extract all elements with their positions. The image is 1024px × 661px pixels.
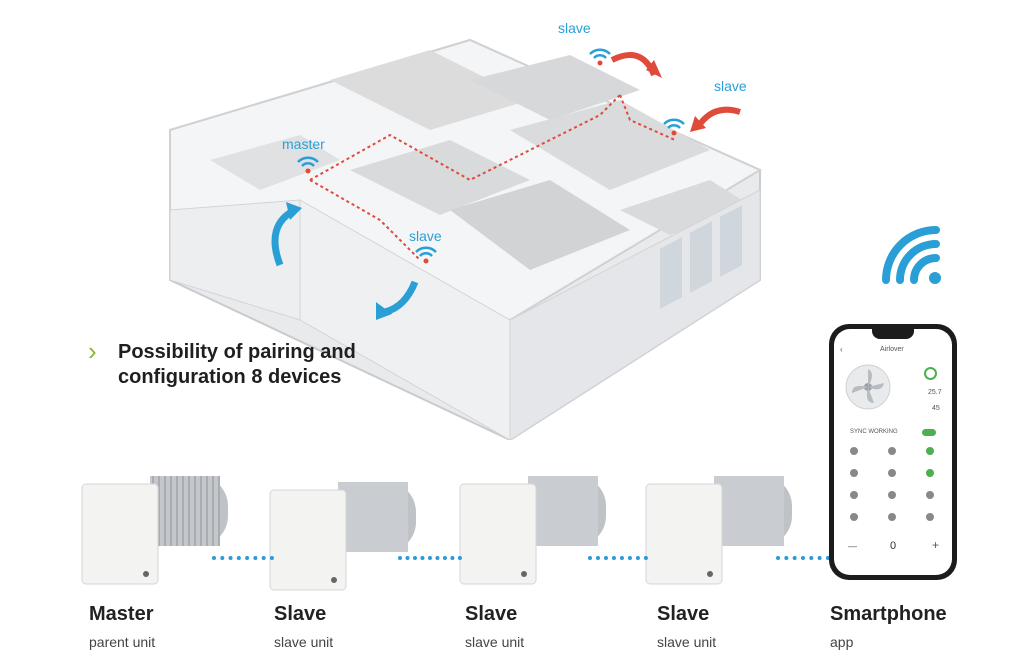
mode-button-11[interactable] xyxy=(888,513,896,521)
mode-button-9[interactable] xyxy=(926,491,934,499)
sync-label: SYNC WORKING xyxy=(850,429,898,435)
unit-subtitle-slave-3: slave unit xyxy=(657,634,717,650)
temperature-value: 25.7 xyxy=(928,389,942,396)
back-icon: ‹ xyxy=(840,345,843,354)
mode-button-6[interactable] xyxy=(926,469,934,477)
unit-title-slave-3: Slave xyxy=(657,603,710,625)
wifi-signal-icon xyxy=(882,226,941,284)
wifi-master-icon xyxy=(297,156,319,174)
slave-tag-top: slave xyxy=(558,20,591,36)
master-tag: master xyxy=(282,136,325,152)
fan-icon xyxy=(845,364,891,410)
mode-button-12[interactable] xyxy=(926,513,934,521)
link-master-slave1 xyxy=(212,556,274,560)
wifi-slave-top-icon xyxy=(589,48,611,66)
minus-button[interactable]: — xyxy=(848,541,857,551)
feature-text: Possibility of pairing and configuration… xyxy=(118,341,356,388)
master-unit-image xyxy=(81,476,228,585)
mode-button-8[interactable] xyxy=(888,491,896,499)
smartphone-image: ‹ Airlover 25.7 45 SYNC WORKING — 0 + xyxy=(829,324,957,580)
mode-button-3[interactable] xyxy=(926,447,934,455)
slave-tag-mid: slave xyxy=(409,228,442,244)
link-slave2-slave3 xyxy=(588,556,648,560)
unit-subtitle-master: parent unit xyxy=(89,634,156,650)
airflow-blue-down-arrow-icon xyxy=(376,280,419,320)
chevron-right-icon: › xyxy=(88,336,97,366)
unit-subtitle-slave-2: slave unit xyxy=(465,634,525,650)
unit-title-slave-2: Slave xyxy=(465,603,518,625)
mode-button-10[interactable] xyxy=(850,513,858,521)
slave-unit-2-image xyxy=(459,476,606,585)
app-title: Airlover xyxy=(880,346,904,353)
power-icon[interactable] xyxy=(924,367,937,380)
humidity-value: 45 xyxy=(932,405,940,412)
link-slave1-slave2 xyxy=(398,556,462,560)
mode-button-5[interactable] xyxy=(888,469,896,477)
slave-unit-3-image xyxy=(645,476,792,585)
counter-value: 0 xyxy=(890,540,897,552)
unit-subtitle-smartphone: app xyxy=(830,634,854,650)
unit-title-slave-1: Slave xyxy=(274,603,327,625)
phone-screen: ‹ Airlover 25.7 45 SYNC WORKING — 0 + xyxy=(834,329,952,575)
slave-tag-right: slave xyxy=(714,78,747,94)
mode-button-7[interactable] xyxy=(850,491,858,499)
wifi-slave-right-icon xyxy=(663,118,685,136)
unit-title-smartphone: Smartphone xyxy=(830,603,947,625)
mode-button-2[interactable] xyxy=(888,447,896,455)
mode-button-4[interactable] xyxy=(850,469,858,477)
unit-subtitle-slave-1: slave unit xyxy=(274,634,334,650)
unit-title-master: Master xyxy=(89,603,154,625)
apartment-floorplan-illustration xyxy=(169,38,763,440)
airflow-in-arrow-icon xyxy=(690,106,741,132)
plus-button[interactable]: + xyxy=(932,538,940,552)
mode-grid xyxy=(850,447,940,537)
mode-button-1[interactable] xyxy=(850,447,858,455)
airflow-blue-up-arrow-icon xyxy=(271,202,302,267)
link-slave3-phone xyxy=(776,556,830,560)
sync-toggle[interactable] xyxy=(922,429,936,436)
slave-unit-1-image xyxy=(269,482,416,591)
phone-notch xyxy=(872,329,914,339)
airflow-out-arrow-icon xyxy=(610,52,662,78)
wifi-slave-mid-icon xyxy=(415,246,437,264)
